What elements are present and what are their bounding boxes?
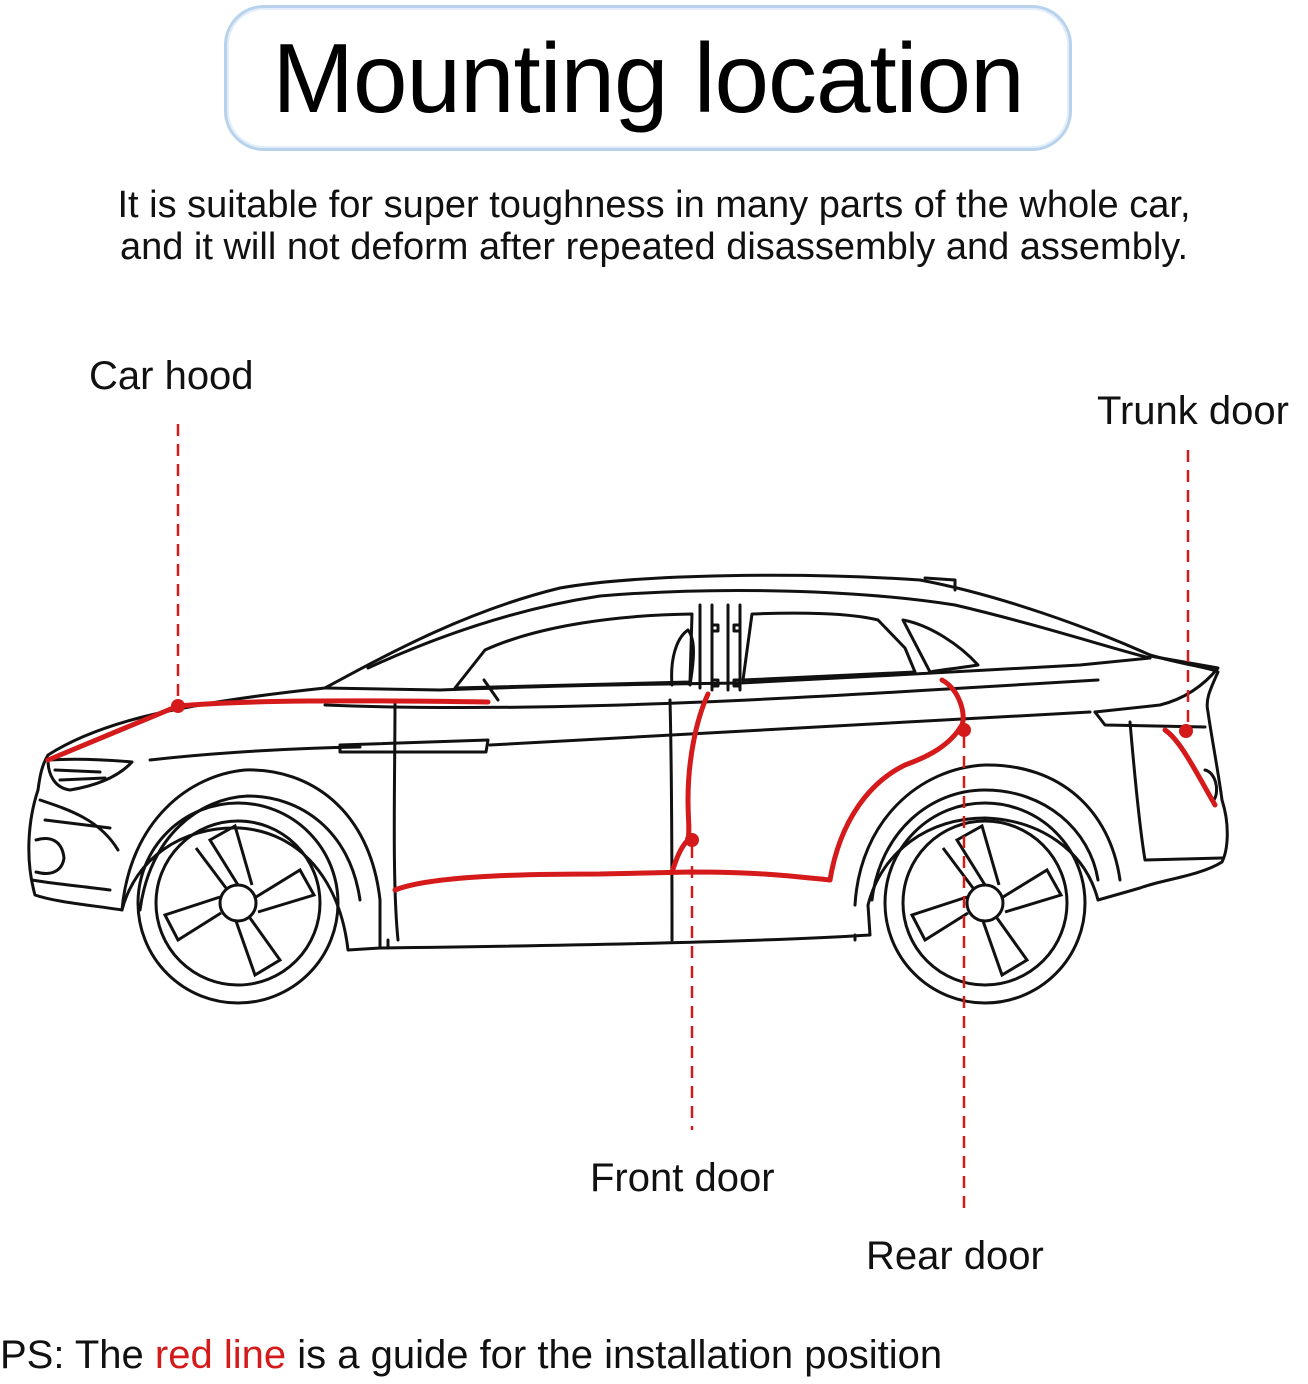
- note-suffix: is a guide for the installation position: [286, 1333, 943, 1377]
- label-front-door: Front door: [590, 1156, 775, 1200]
- note-highlight: red line: [154, 1333, 287, 1377]
- front-wheel: [136, 801, 340, 1005]
- rear-wheel: [883, 801, 1087, 1005]
- label-rear-door: Rear door: [866, 1234, 1044, 1278]
- installation-markers: [171, 699, 1193, 847]
- subtitle-line-1: It is suitable for super toughness in ma…: [117, 184, 1191, 226]
- leader-lines: [176, 424, 1190, 1208]
- title-box: Mounting location: [224, 5, 1072, 151]
- front-door-seal-line: [669, 691, 711, 875]
- sill-seal-line: [392, 869, 833, 893]
- trunk-seal-line: [1162, 727, 1218, 808]
- label-trunk-door: Trunk door: [1097, 389, 1289, 433]
- subtitle-line-2: and it will not deform after repeated di…: [119, 226, 1189, 268]
- note-prefix: PS: The: [0, 1333, 155, 1377]
- hood-seal-line: [45, 698, 491, 763]
- rear-door-seal-line: [827, 677, 966, 883]
- installation-note: PS: The red line is a guide for the inst…: [0, 1333, 942, 1378]
- page-title: Mounting location: [272, 22, 1024, 133]
- subtitle: It is suitable for super toughness in ma…: [0, 184, 1308, 268]
- label-car-hood: Car hood: [89, 354, 254, 398]
- installation-lines: [45, 677, 1218, 893]
- car-outline: [27, 573, 1229, 952]
